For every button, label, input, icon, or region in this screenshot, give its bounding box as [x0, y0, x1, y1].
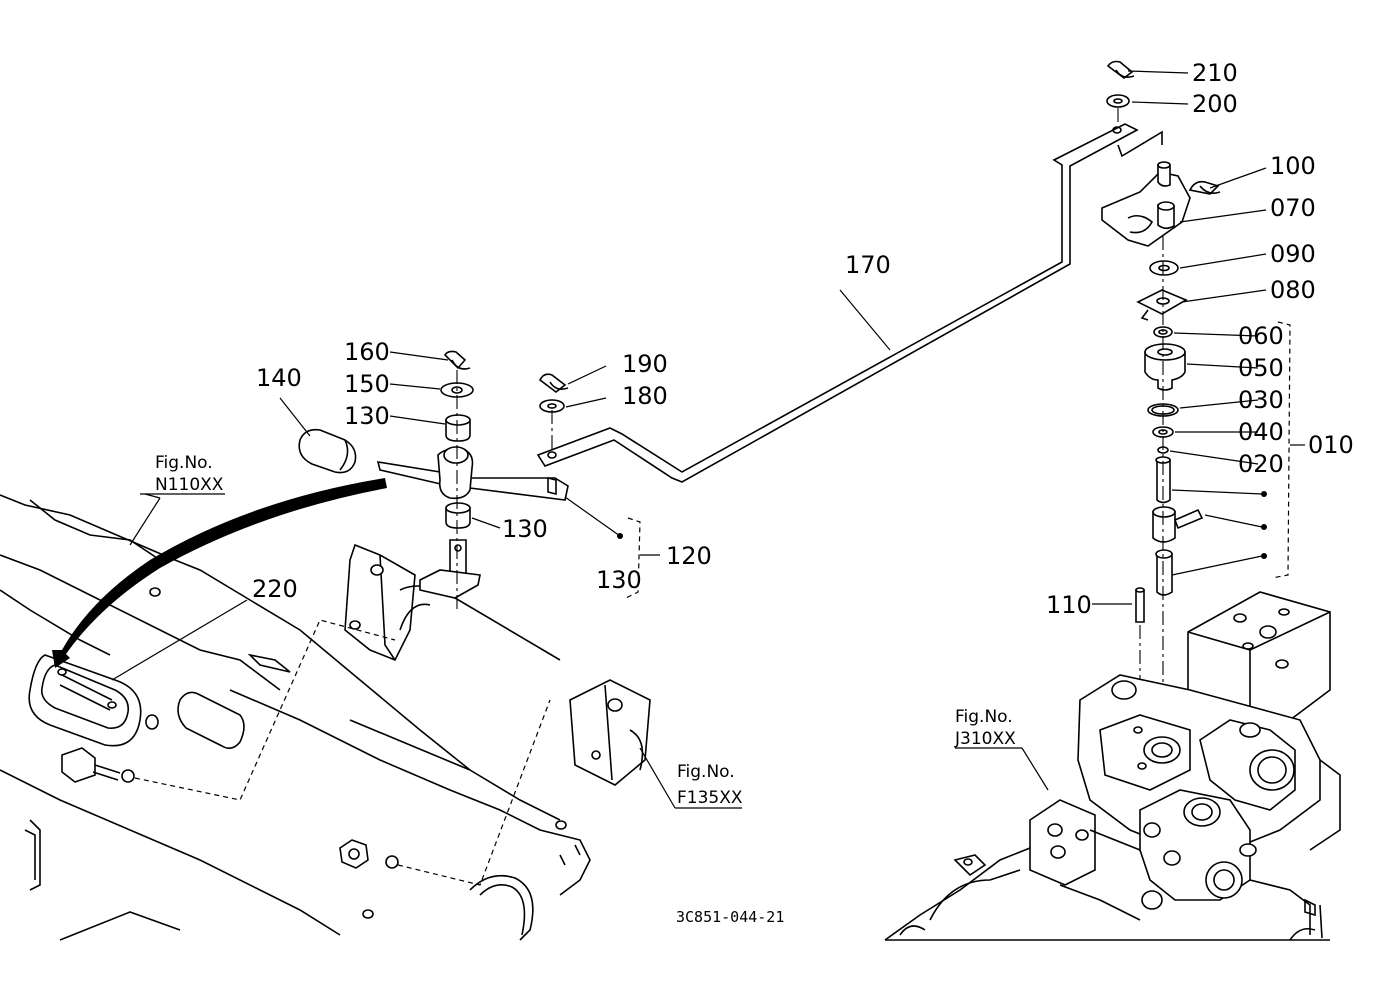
chassis-frame [0, 494, 591, 941]
bracket-assembly [344, 543, 651, 786]
label-020: 020 [1238, 450, 1284, 478]
valve-parts-stack [1135, 236, 1204, 770]
drawing-code: 3C851-044-21 [676, 908, 784, 926]
part-220-grip [28, 654, 245, 750]
small-parts-stack-mid [538, 373, 569, 450]
small-parts-stack-right [1106, 60, 1135, 126]
figure-references: Fig.No. N110XX Fig.No. F135XX Fig.No. J3… [155, 453, 1016, 808]
valve-body [884, 591, 1341, 941]
small-parts-stack-left [419, 350, 481, 610]
label-170: 170 [845, 251, 891, 279]
label-120: 120 [666, 542, 712, 570]
label-160: 160 [344, 338, 390, 366]
assembly-arrow [52, 478, 387, 668]
label-070: 070 [1270, 194, 1316, 222]
fig-ref-label-j310: Fig.No. [955, 707, 1013, 727]
label-220: 220 [252, 575, 298, 603]
fig-ref-code-n110: N110XX [155, 475, 224, 495]
fig-ref-code-f135: F135XX [677, 788, 743, 808]
fig-ref-label-n110: Fig.No. [155, 453, 213, 473]
label-130-middle: 130 [502, 515, 548, 543]
label-090: 090 [1270, 240, 1316, 268]
fig-ref-code-j310: J310XX [954, 729, 1016, 749]
label-030: 030 [1238, 386, 1284, 414]
label-200: 200 [1192, 90, 1238, 118]
label-110: 110 [1046, 591, 1092, 619]
label-180: 180 [622, 382, 668, 410]
part-labels: 210 200 100 070 090 080 060 050 030 040 … [252, 59, 1354, 619]
label-010: 010 [1308, 431, 1354, 459]
bolt-washer-left [61, 619, 396, 801]
label-130-upper: 130 [344, 402, 390, 430]
label-150: 150 [344, 370, 390, 398]
label-210: 210 [1192, 59, 1238, 87]
label-060: 060 [1238, 322, 1284, 350]
label-100: 100 [1270, 152, 1316, 180]
nut-washer-lower [339, 699, 551, 886]
part-170-rod [536, 123, 1163, 483]
label-190: 190 [622, 350, 668, 378]
label-130-lower: 130 [596, 566, 642, 594]
label-050: 050 [1238, 354, 1284, 382]
fig-ref-label-f135: Fig.No. [677, 762, 735, 782]
part-120-lever [376, 446, 569, 501]
leader-lines [111, 70, 1305, 809]
label-040: 040 [1238, 418, 1284, 446]
label-140: 140 [256, 364, 302, 392]
label-080: 080 [1270, 276, 1316, 304]
part-140-knob [298, 428, 357, 474]
part-070-cam [1101, 161, 1221, 247]
